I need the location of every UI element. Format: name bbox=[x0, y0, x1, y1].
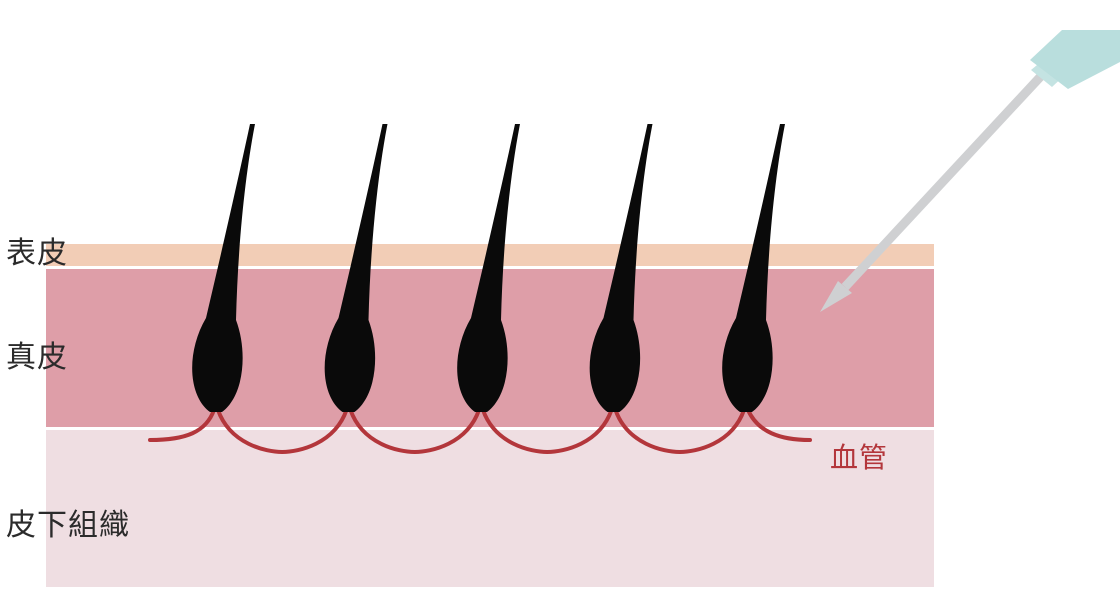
hair bbox=[589, 124, 653, 412]
dermis-label: 真皮 bbox=[6, 340, 68, 375]
needle-icon bbox=[820, 30, 1120, 312]
blood-vessel-label: 血管 bbox=[830, 441, 889, 474]
subcutaneous-layer bbox=[46, 430, 934, 587]
hair-group bbox=[192, 124, 785, 412]
hair bbox=[457, 124, 520, 412]
hair bbox=[722, 124, 785, 412]
epidermis-label: 表皮 bbox=[6, 236, 68, 271]
hair bbox=[192, 124, 255, 412]
blood-vessel bbox=[148, 408, 812, 455]
blood-vessel-line bbox=[148, 408, 812, 455]
dermis-subcutis-divider bbox=[46, 427, 934, 430]
needle-hub bbox=[1030, 30, 1120, 89]
hair bbox=[324, 124, 388, 412]
needle-shaft bbox=[841, 71, 1046, 291]
subcutaneous-label: 皮下組織 bbox=[6, 508, 130, 543]
needle-tip bbox=[820, 281, 852, 312]
